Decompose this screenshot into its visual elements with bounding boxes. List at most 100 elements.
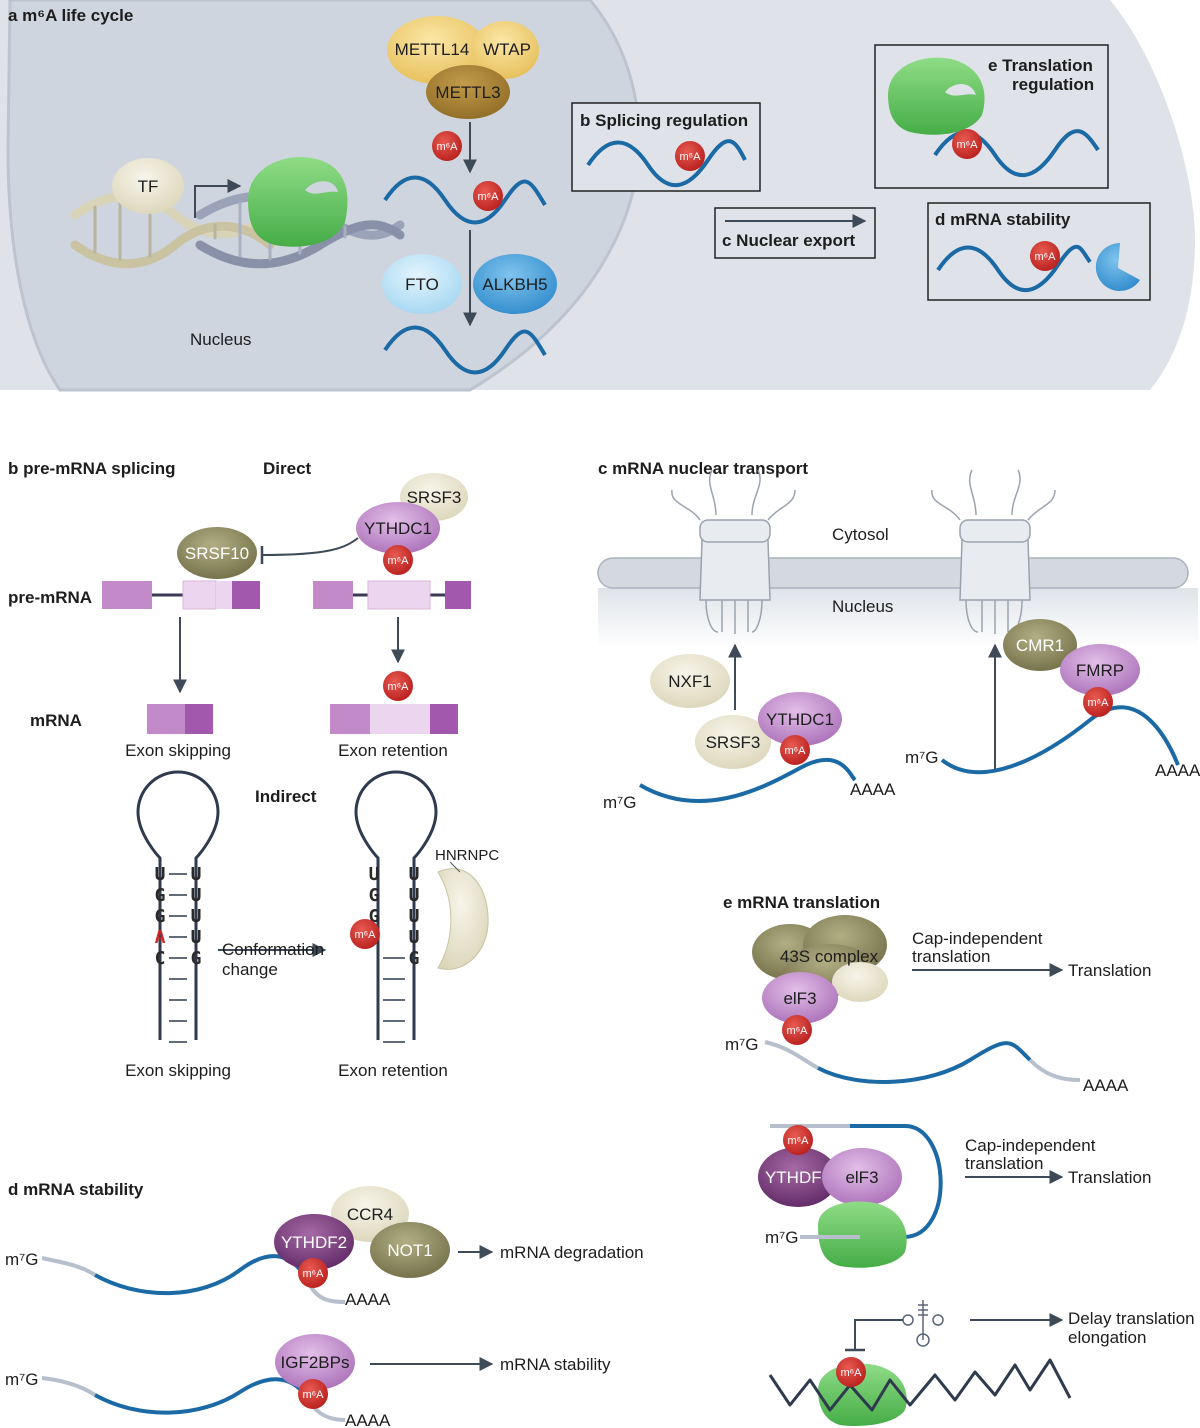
m6a-mark: m⁶A [473, 181, 503, 211]
cap-independent-label-2: translation [912, 947, 990, 966]
nucleotide-right: G [409, 948, 420, 969]
ythdf2-label: YTHDF2 [281, 1233, 347, 1252]
nxf1-label: NXF1 [668, 672, 711, 691]
polya-label-c2: AAAA [1155, 761, 1200, 780]
pre-mrna-right [313, 580, 471, 610]
m6a-mark: m⁶A [298, 1258, 328, 1288]
mrna-exon-retention [330, 704, 458, 734]
exon-skipping-label-2: Exon skipping [125, 1061, 231, 1080]
hairpin-after: UUGUGUCUG [354, 770, 438, 1043]
cap-label-d1: m⁷G [5, 1250, 39, 1269]
writer-complex: METTL14 WTAP METTL3 [387, 16, 539, 119]
nucleotide-right: U [409, 864, 420, 885]
ythdc1-protein: YTHDC1 [356, 502, 440, 554]
eraser-proteins: FTO ALKBH5 [382, 254, 557, 314]
panel-b: b pre-mRNA splicing Direct pre-mRNA mRNA… [8, 459, 499, 1080]
wtap-protein [471, 21, 539, 79]
mrna-c1 [638, 757, 857, 803]
nucleotide-left: G [369, 885, 380, 906]
panel-d-title: d mRNA stability [8, 1180, 144, 1199]
fto-protein [382, 254, 462, 314]
mrna-e2 [850, 1124, 943, 1239]
mrna-e1 [817, 1041, 1032, 1084]
m6a-label: m⁶A [787, 1135, 809, 1147]
nucleotide-right: U [191, 927, 202, 948]
degradation-label: mRNA degradation [500, 1243, 644, 1262]
panel-a: a m⁶A life cycle Nucleus TF [0, 0, 1195, 392]
inhibition-line-e [854, 1319, 903, 1350]
mrna-label: mRNA [30, 711, 82, 730]
m6a-mark: m⁶A [350, 919, 380, 949]
nxf1-protein: NXF1 [650, 654, 730, 708]
m6a-label: m⁶A [354, 929, 376, 941]
tf-label: TF [138, 177, 159, 196]
box-nuclear-export: c Nuclear export [714, 207, 876, 259]
mrna-c2 [940, 705, 1180, 775]
mettl3-label: METTL3 [435, 83, 500, 102]
mrna-wavy [768, 1358, 1072, 1412]
ythdc1-label-c: YTHDC1 [766, 710, 834, 729]
hnrnpc-protein: HNRNPC [435, 847, 499, 970]
nucleus-label-c: Nucleus [832, 597, 893, 616]
alkbh5-protein [473, 254, 557, 314]
fto-label: FTO [405, 275, 439, 294]
pre-mrna-left [102, 580, 260, 610]
nuclease-icon [1095, 242, 1140, 291]
nucleus-gradient [598, 588, 1198, 648]
box-e-label-1: e Translation [988, 56, 1093, 75]
m6a-label: m⁶A [840, 1367, 862, 1379]
box-d-label: d mRNA stability [935, 210, 1071, 229]
panel-e: e mRNA translation 43S complex elF3 m⁶A … [723, 893, 1195, 1427]
mettl14-label: METTL14 [395, 40, 470, 59]
translation-label-2: Translation [1068, 1168, 1151, 1187]
eif3-protein: elF3 [762, 972, 838, 1024]
eif3-label-2: elF3 [845, 1168, 878, 1187]
complex-43s: 43S complex [752, 915, 888, 1002]
nucleotide-left: U [369, 864, 380, 885]
mettl3-protein [426, 65, 510, 119]
nucleotide-left: C [155, 948, 166, 969]
m6a-mark: m⁶A [383, 671, 413, 701]
panel-d: d mRNA stability CCR4 YTHDF2 NOT1 m⁶A m⁷… [5, 1180, 644, 1428]
cap-independent-label-4: translation [965, 1154, 1043, 1173]
m6a-mark: m⁶A [1083, 687, 1113, 717]
not1-protein: NOT1 [370, 1222, 450, 1278]
exon-retention-label: Exon retention [338, 741, 448, 760]
ythdf2-protein: YTHDF2 [274, 1214, 354, 1270]
m6a-label: m⁶A [477, 191, 499, 203]
box-e-label-2: regulation [1012, 75, 1094, 94]
polya-label-e1: AAAA [1083, 1076, 1129, 1095]
delay-label-2: elongation [1068, 1328, 1146, 1347]
polya-label-d2: AAAA [345, 1411, 391, 1428]
cap-independent-label-1: Cap-independent [912, 929, 1043, 948]
nucleotide-left: A [155, 927, 166, 948]
cap-label-c2: m⁷G [905, 748, 939, 767]
m6a-mark: m⁶A [836, 1357, 866, 1387]
m6a-label: m⁶A [387, 681, 409, 693]
cap-label-e1: m⁷G [725, 1035, 759, 1054]
srsf10-protein: SRSF10 [177, 527, 257, 579]
panel-a-title: a m⁶A life cycle [8, 6, 133, 25]
eif3-protein-2: elF3 [822, 1148, 902, 1206]
panel-c: c mRNA nuclear transport Cytosol Nucleus… [597, 459, 1200, 812]
srsf3-label-c: SRSF3 [706, 733, 761, 752]
nucleotide-right: U [409, 906, 420, 927]
nucleotide-left: U [155, 864, 166, 885]
panel-c-title: c mRNA nuclear transport [598, 459, 808, 478]
igf2bps-label: IGF2BPs [281, 1353, 350, 1372]
m6a-label: m⁶A [784, 745, 806, 757]
delay-label-1: Delay translation [1068, 1309, 1195, 1328]
panel-e-title: e mRNA translation [723, 893, 880, 912]
ythdf1-label: YTHDF1 [765, 1168, 831, 1187]
mrna-d2 [94, 1377, 312, 1415]
m6a-label: m⁶A [786, 1025, 808, 1037]
panel-b-title: b pre-mRNA splicing [8, 459, 176, 478]
m6a-label: m⁶A [302, 1389, 324, 1401]
m6a-mark: m⁶A [780, 735, 810, 765]
hnrnpc-label: HNRNPC [435, 847, 499, 864]
m6a-mark: m⁶A [783, 1125, 813, 1155]
direct-label: Direct [263, 459, 312, 478]
m6a-label: m⁶A [679, 151, 701, 163]
box-b-label: b Splicing regulation [580, 111, 748, 130]
